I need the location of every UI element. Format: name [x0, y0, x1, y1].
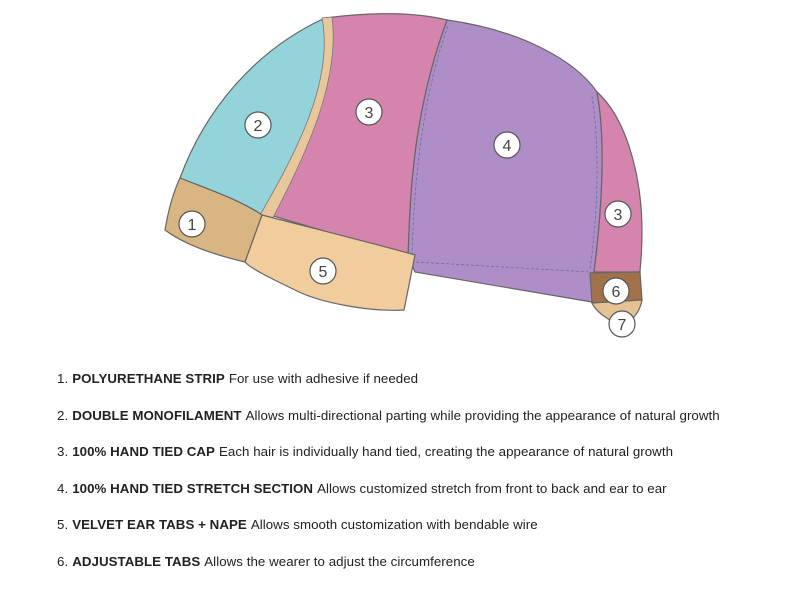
callout-4: 4	[493, 131, 521, 159]
legend-description: Allows the wearer to adjust the circumfe…	[204, 553, 475, 569]
svg-text:3: 3	[365, 105, 374, 122]
callout-7: 7	[608, 310, 636, 338]
svg-text:5: 5	[319, 264, 328, 281]
callout-5: 5	[309, 257, 337, 285]
legend-description: Allows customized stretch from front to …	[317, 480, 667, 496]
callout-3b: 3	[604, 200, 632, 228]
legend-number: 2.	[57, 407, 69, 423]
legend-name: 100% HAND TIED STRETCH SECTION	[72, 480, 314, 496]
legend-name: VELVET EAR TABS + NAPE	[72, 517, 247, 533]
svg-text:6: 6	[612, 284, 621, 301]
legend-number: 4.	[57, 480, 69, 496]
legend-description: For use with adhesive if needed	[228, 371, 419, 386]
legend-name: POLYURETHANE STRIP	[72, 371, 225, 386]
wig-cap-diagram: 1 2 3 4 3 5 6 7	[164, 13, 643, 338]
stretch-section-region	[407, 19, 603, 303]
svg-text:4: 4	[503, 138, 512, 155]
legend-name: DOUBLE MONOFILAMENT	[72, 407, 242, 423]
legend-description: Allows smooth customization with bendabl…	[250, 517, 538, 533]
legend-number: 1.	[57, 371, 69, 386]
legend-number: 6.	[57, 553, 69, 569]
legend-description: Each hair is individually hand tied, cre…	[218, 444, 674, 460]
callout-6: 6	[602, 277, 630, 305]
legend-name: 100% HAND TIED CAP	[72, 444, 215, 460]
svg-text:2: 2	[254, 118, 263, 135]
legend-name: ADJUSTABLE TABS	[72, 553, 201, 569]
legend-description: Allows multi-directional parting while p…	[245, 407, 720, 423]
callout-3: 3	[355, 98, 383, 126]
seam-line	[415, 261, 591, 273]
svg-text:1: 1	[188, 217, 197, 234]
polyurethane-strip-region	[164, 177, 263, 263]
callout-2: 2	[244, 111, 272, 139]
legend-number: 3.	[57, 444, 69, 460]
svg-text:3: 3	[614, 207, 623, 224]
legend-number: 5.	[57, 517, 69, 533]
svg-text:7: 7	[618, 317, 627, 334]
callout-1: 1	[178, 210, 206, 238]
hand-tied-cap-back-region	[593, 90, 643, 273]
